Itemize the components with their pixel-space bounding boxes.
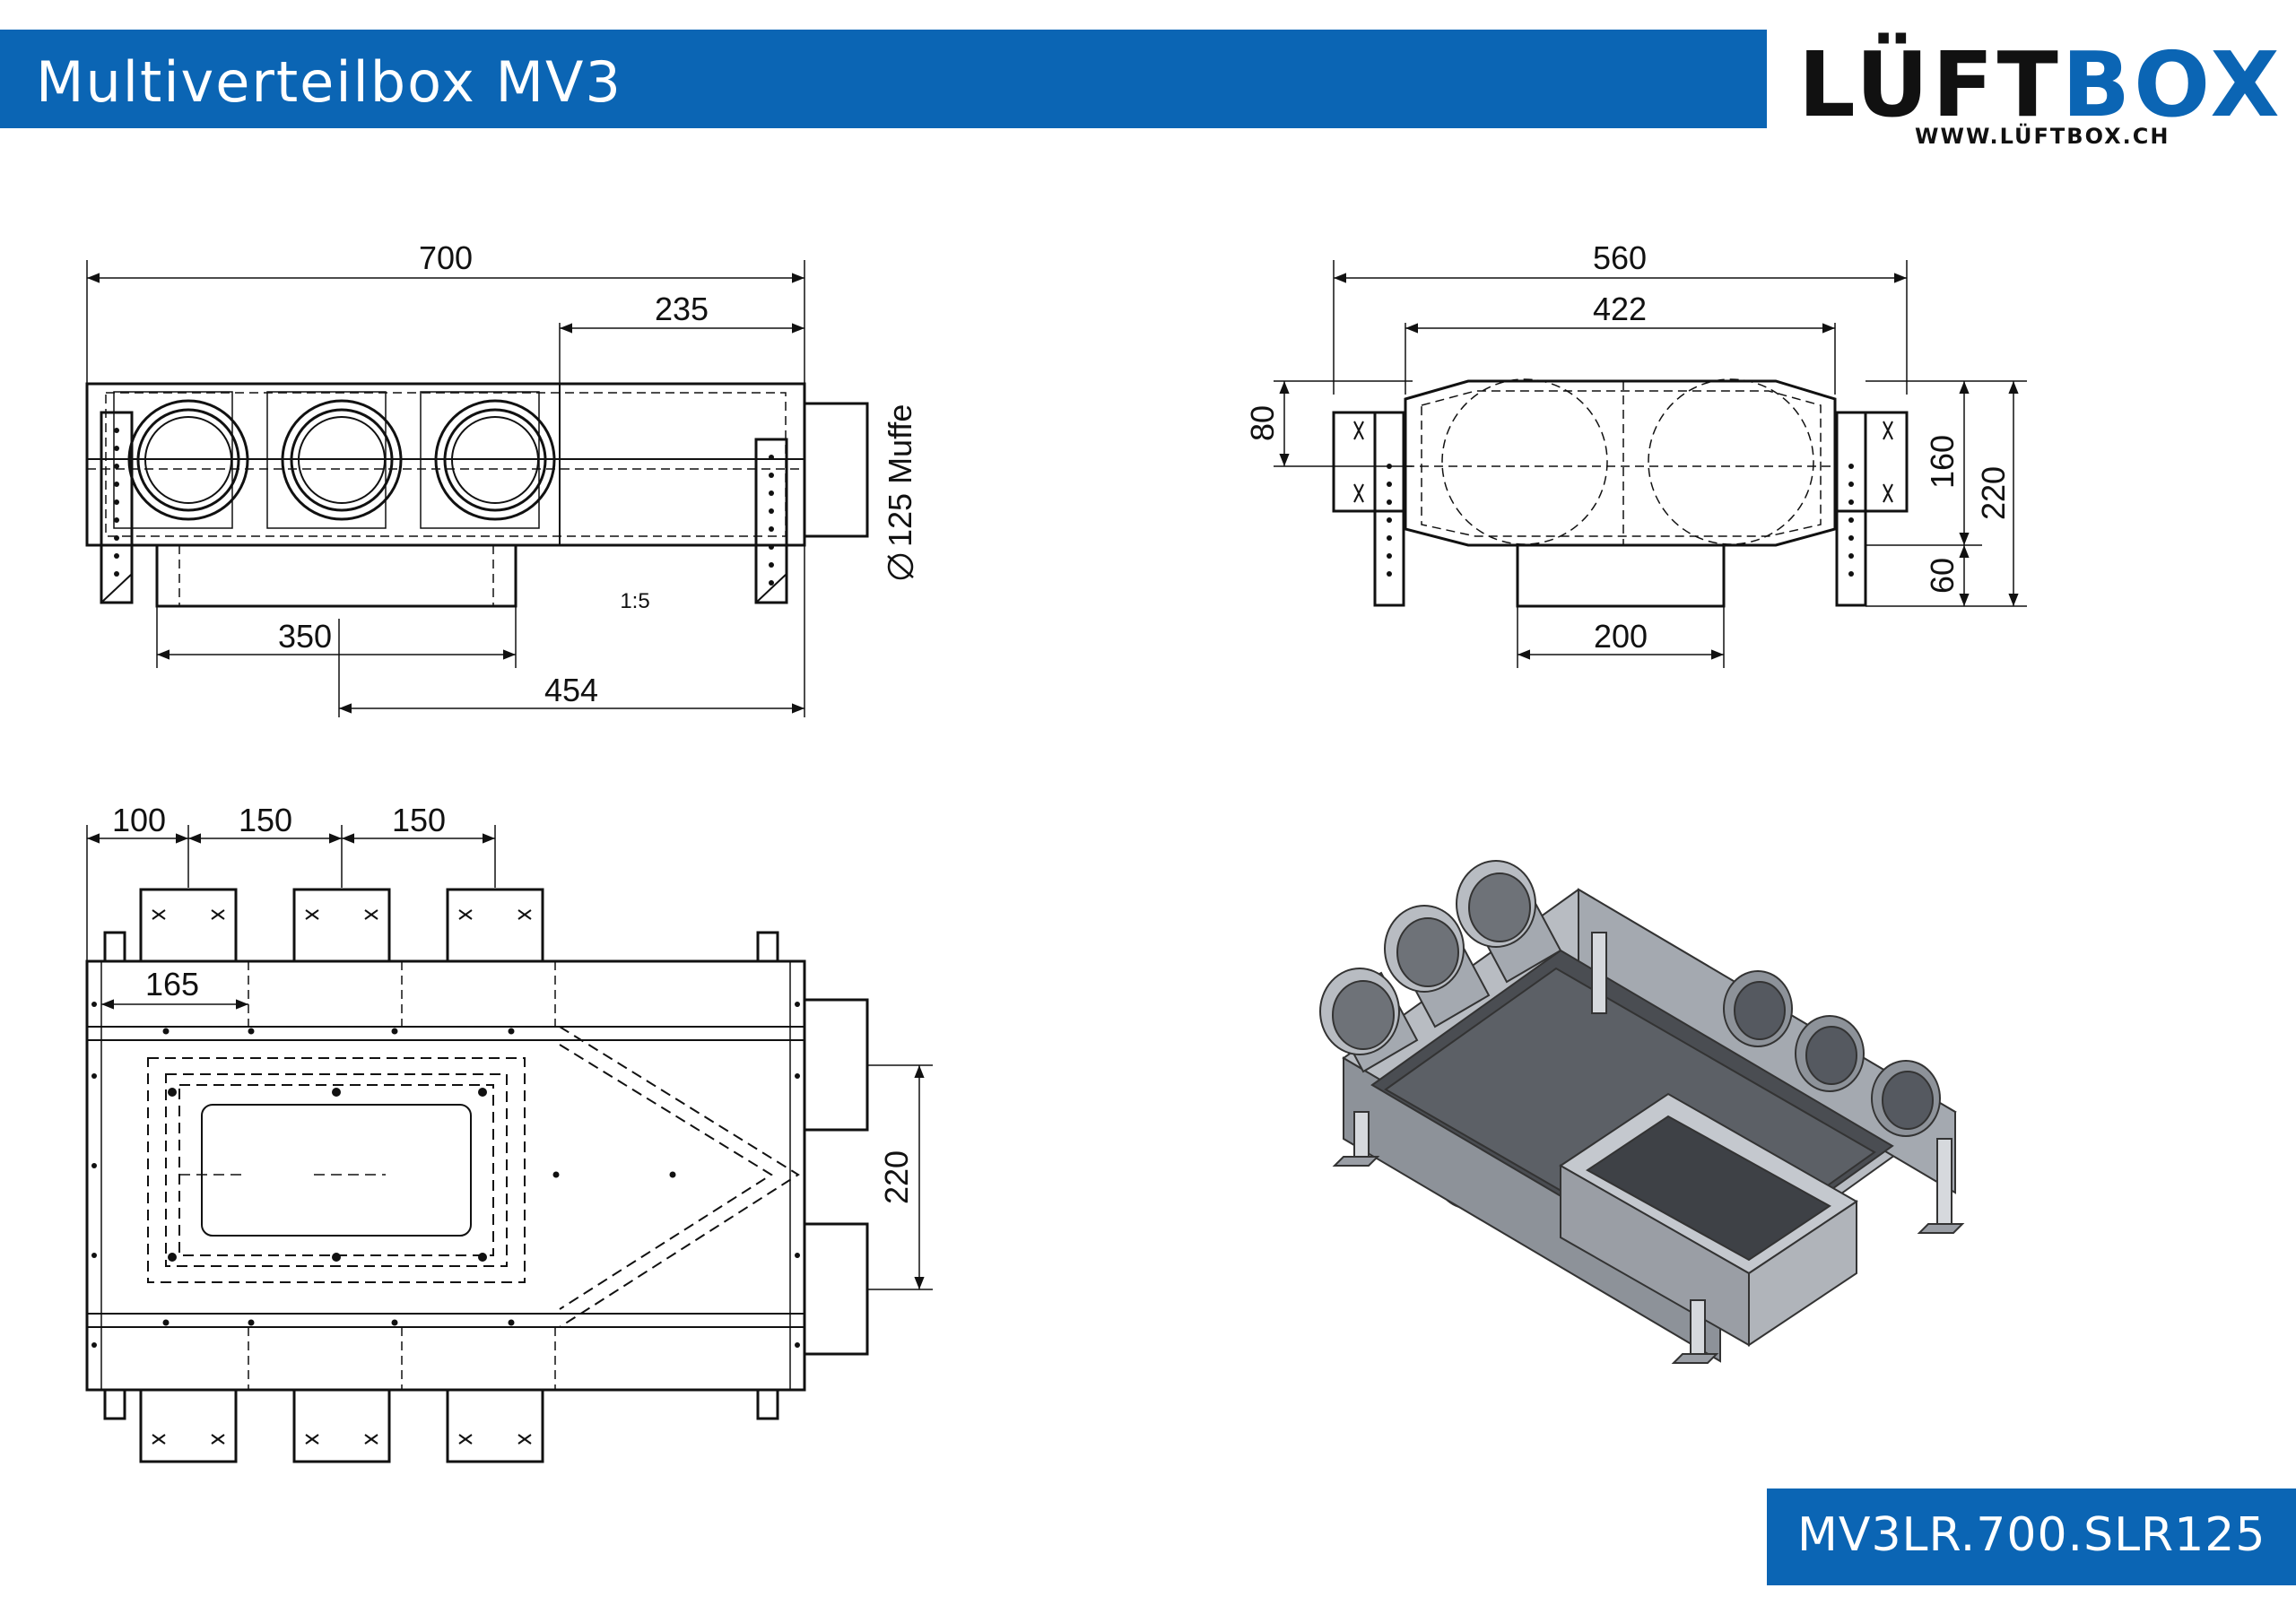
title-bar: Multiverteilbox MV3 [0, 30, 1767, 128]
page-title: Multiverteilbox MV3 [36, 49, 622, 115]
pipe-diameter-label: 125 Muffe [882, 404, 918, 580]
dim-side-bottom-height: 60 [1924, 558, 1961, 594]
dim-front-length: 700 [419, 239, 473, 276]
iso-pipes-left [1319, 860, 1562, 1073]
dim-side-body-height: 160 [1924, 435, 1961, 489]
dim-side-top-height: 80 [1244, 405, 1281, 441]
drawing-scale: 1:5 [620, 589, 649, 613]
side-view [1274, 260, 2027, 668]
logo-url: WWW.LÜFTBOX.CH [1915, 124, 2170, 149]
dim-side-bottom-width: 200 [1594, 618, 1648, 655]
dim-top-first: 100 [112, 802, 166, 838]
dim-front-bottom-b: 454 [544, 672, 598, 708]
iso-pipes-right [1723, 970, 1941, 1137]
dim-side-total-height: 220 [1975, 466, 2012, 520]
top-view [85, 825, 933, 1463]
dim-top-inner: 165 [145, 966, 199, 1002]
dim-top-outlet-spacing: 220 [878, 1150, 915, 1204]
dim-top-pitch-2: 150 [392, 802, 446, 838]
logo-dark-part: LÜFT [1798, 32, 2062, 137]
dim-front-bottom-a: 350 [278, 618, 332, 655]
dim-front-offset: 235 [655, 291, 709, 327]
dim-side-body-width: 422 [1593, 291, 1647, 327]
dim-top-pitch-1: 150 [239, 802, 292, 838]
product-code: MV3LR.700.SLR125 [1797, 1508, 2266, 1562]
top-view-dots [91, 1002, 800, 1348]
side-view-dots [1387, 464, 1854, 577]
brand-logo: LÜFTBOX WWW.LÜFTBOX.CH [1798, 32, 2280, 152]
isometric-view [1319, 860, 1965, 1364]
front-view-dots [114, 428, 774, 586]
logo-blue-part: BOX [2061, 32, 2283, 137]
logo-wordmark: LÜFTBOX [1798, 32, 2283, 137]
front-view [85, 260, 869, 717]
dim-side-total-width: 560 [1593, 239, 1647, 276]
iso-legs [1332, 932, 1965, 1364]
product-code-box: MV3LR.700.SLR125 [1767, 1488, 2296, 1585]
pipe-diameter-text: 125 Muffe [882, 404, 918, 547]
